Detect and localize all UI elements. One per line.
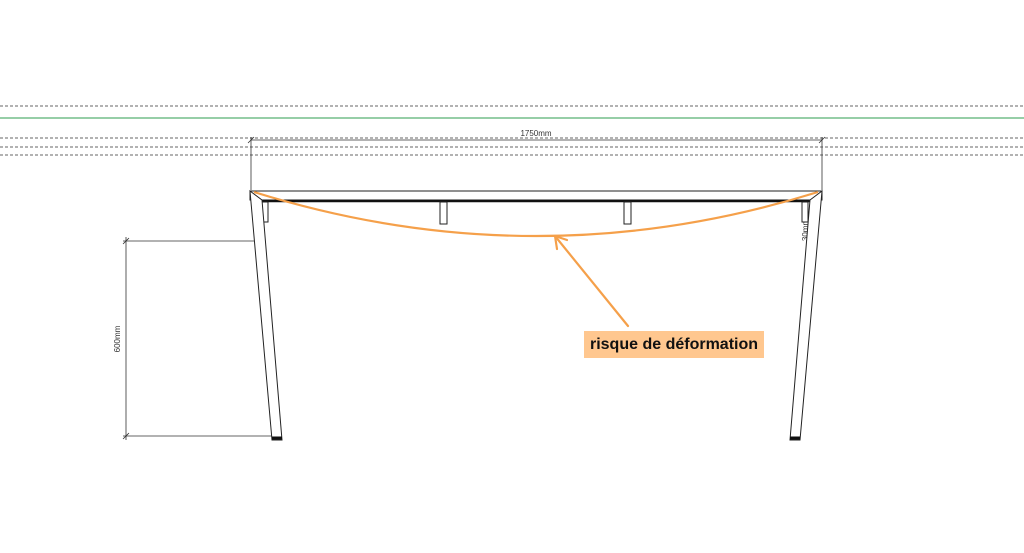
support-blocks (261, 201, 809, 225)
height-dimension (122, 237, 272, 440)
bracket-right (801, 201, 809, 223)
span-dimension-label: 1750mm (520, 129, 551, 138)
height-dimension-label: 600mm (113, 325, 122, 352)
thickness-dimension-label: 30mm (801, 219, 810, 242)
guide-lines (0, 105, 1024, 156)
left-leg (249, 189, 283, 441)
callout-arrow (553, 234, 630, 328)
right-leg (789, 189, 823, 441)
table-top (249, 190, 823, 203)
deformation-curve (253, 190, 819, 238)
support-block-left (439, 201, 448, 225)
deformation-callout-label: risque de déformation (584, 331, 764, 358)
span-dimension (247, 136, 826, 190)
support-block-right (623, 201, 632, 225)
